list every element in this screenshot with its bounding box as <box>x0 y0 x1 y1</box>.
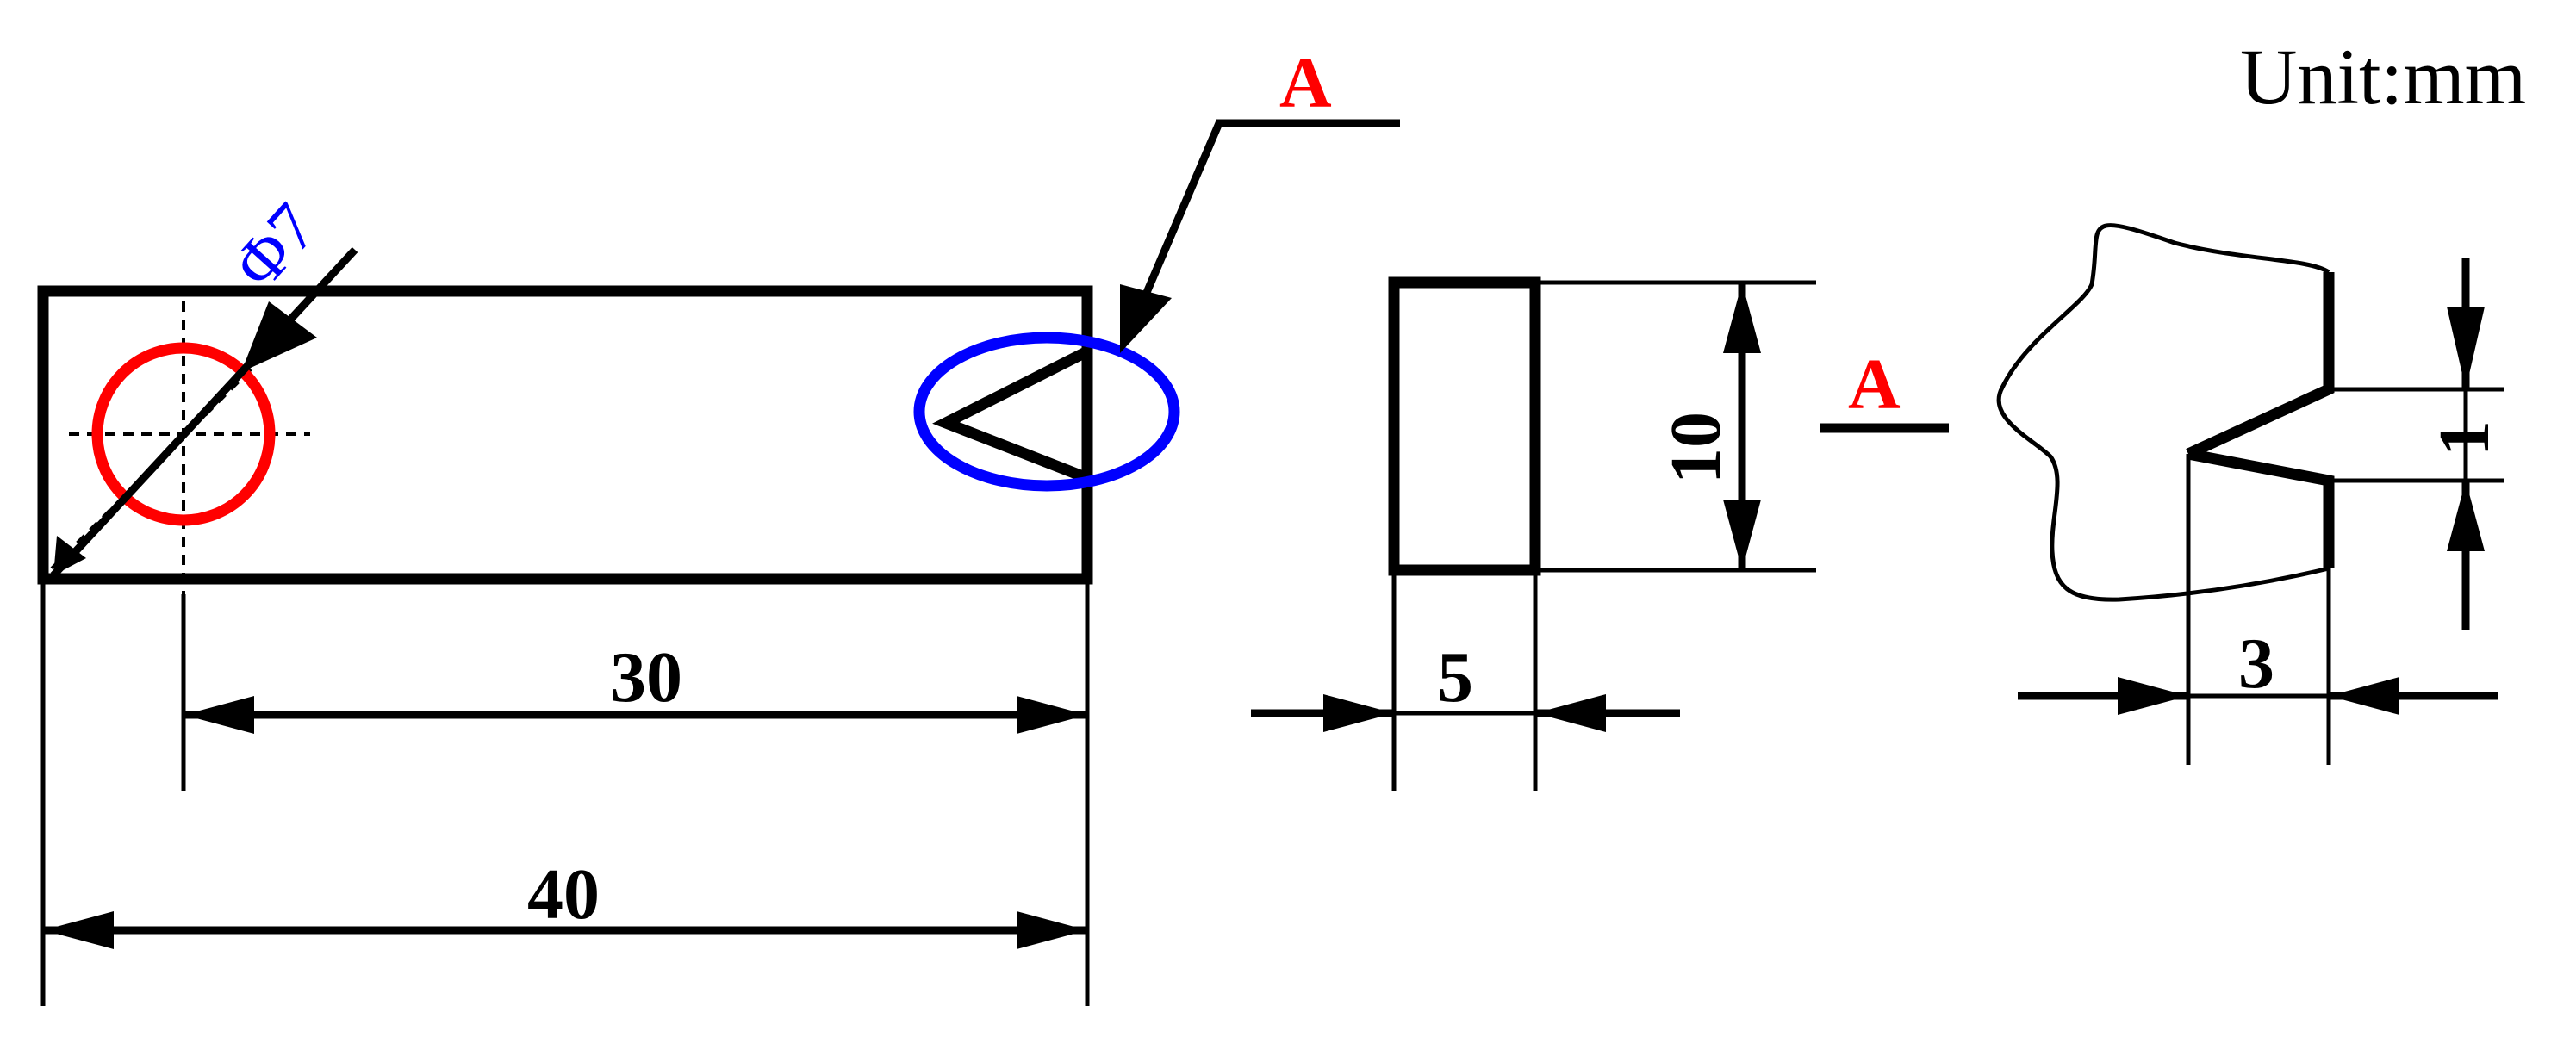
notch-highlight-ellipse <box>913 332 1180 492</box>
specimen-outline <box>37 285 1093 585</box>
notch-profile-lower <box>2187 448 2335 568</box>
break-line <box>1996 223 2330 602</box>
diameter-leader <box>50 246 358 579</box>
dimension-label-1: 1 <box>2424 420 2504 456</box>
notch-profile-upper <box>2186 272 2335 459</box>
section-label-detail: A <box>1848 345 1901 425</box>
dimension-5-arrow-right <box>1535 694 1606 732</box>
dimension-30-arrow-left <box>184 696 254 734</box>
dimension-30-arrow-right <box>1017 696 1087 734</box>
diameter-arrow-upper <box>241 301 317 372</box>
front-view: Φ7 A 30 40 <box>37 43 1400 1006</box>
section-detail: A 1 3 <box>1820 223 2504 765</box>
section-label-top: A <box>1279 43 1332 123</box>
dimension-10-arrow-top <box>1723 283 1761 353</box>
section-leader-line <box>1131 119 1400 320</box>
dimension-label-3: 3 <box>2238 624 2274 704</box>
diameter-arrow-lower <box>53 536 86 575</box>
dimension-40-arrow-right <box>1017 911 1087 949</box>
dimension-1-arrow-bottom <box>2447 481 2485 551</box>
dimension-40-arrow-left <box>43 911 114 949</box>
hole-highlight-circle <box>91 342 276 526</box>
dimension-1-arrow-top <box>2447 307 2485 389</box>
unit-label: Unit:mm <box>2240 33 2526 121</box>
dimension-3-arrow-right <box>2329 677 2399 715</box>
section-leader-arrow <box>1120 284 1172 353</box>
dimension-10-arrow-bottom <box>1723 500 1761 570</box>
side-view: 10 5 <box>1251 276 1816 791</box>
dimension-5-arrow-left <box>1323 694 1394 732</box>
dimension-label-30: 30 <box>610 637 682 717</box>
side-view-outline <box>1388 276 1541 576</box>
dimension-3-arrow-left <box>2118 677 2188 715</box>
dimension-label-5: 5 <box>1437 637 1473 717</box>
dimension-label-10: 10 <box>1656 412 1736 484</box>
dimension-label-40: 40 <box>527 854 600 935</box>
